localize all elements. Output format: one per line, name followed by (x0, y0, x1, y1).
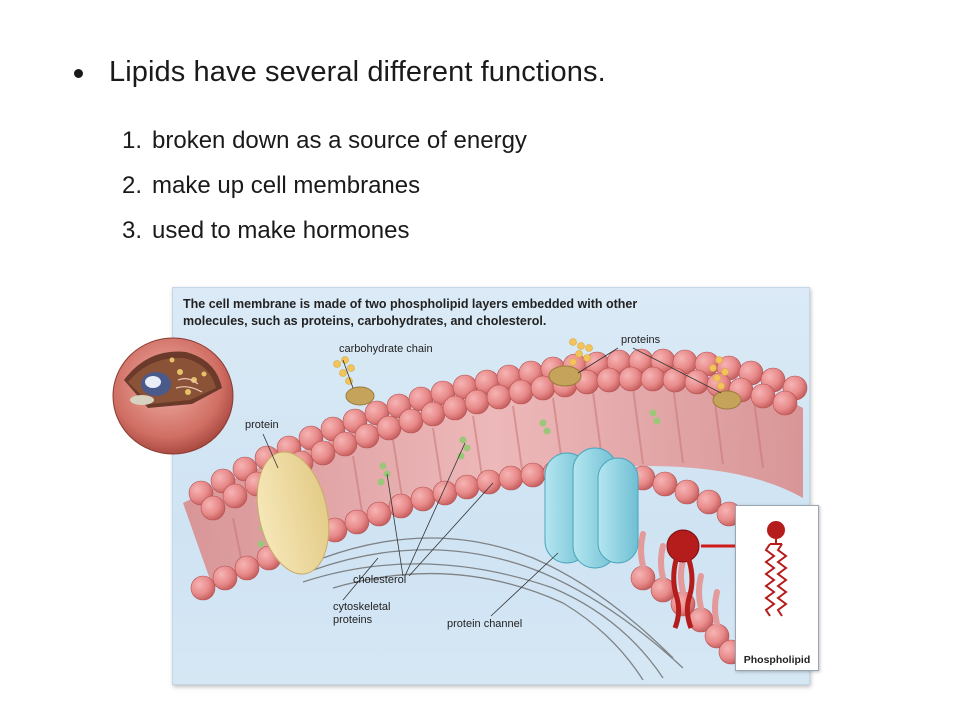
transmembrane-protein (256, 451, 330, 575)
label-cytoskeletal-proteins: cytoskeletal proteins (333, 601, 391, 626)
highlighted-phospholipid (666, 529, 700, 629)
lipid-tails (183, 378, 803, 588)
surface-proteins (345, 365, 742, 410)
list-item: 1.broken down as a source of energy (122, 127, 527, 154)
label-cholesterol: cholesterol (353, 574, 407, 586)
phospholipid-inset: Phospholipid (735, 505, 819, 671)
list-item: 2.make up cell membranes (122, 172, 421, 199)
list-item: 3.used to make hormones (122, 217, 410, 244)
protein-channel (544, 447, 639, 569)
cytoskeletal-fibers (302, 537, 684, 681)
cell-membrane-figure: The cell membrane is made of two phospho… (172, 287, 810, 685)
label-protein: protein (245, 419, 279, 431)
main-bullet: Lipids have several different functions. (74, 56, 606, 89)
figure-caption: The cell membrane is made of two phospho… (183, 297, 638, 328)
label-carbohydrate-chain: carbohydrate chain (339, 343, 433, 355)
function-list: 1.broken down as a source of energy 2.ma… (122, 124, 527, 259)
bullet-icon (74, 69, 83, 78)
label-protein-channel: protein channel (447, 618, 523, 630)
phospholipid-label: Phospholipid (743, 654, 811, 666)
phospholipid-diagram (764, 521, 788, 617)
label-proteins: proteins (621, 334, 661, 346)
bullet-text: Lipids have several different functions. (109, 56, 606, 88)
membrane-illustration (183, 338, 808, 681)
carbohydrate-chains (333, 338, 729, 390)
callout-lines (262, 347, 722, 617)
cell-cutaway-image (112, 337, 234, 455)
